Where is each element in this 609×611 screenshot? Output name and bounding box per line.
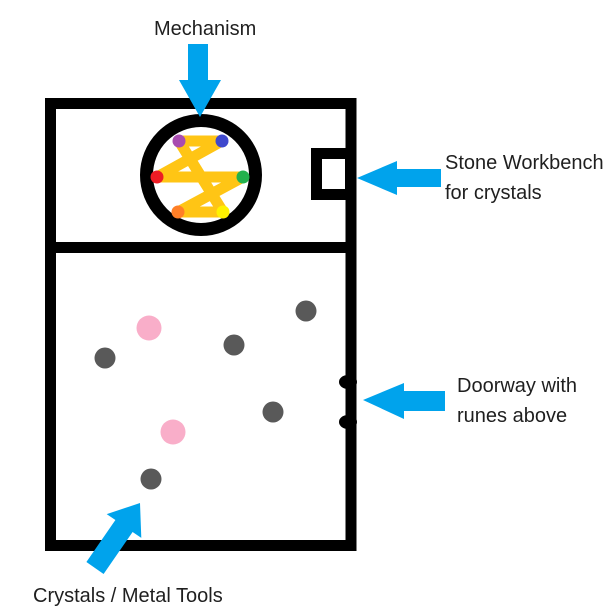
- crystal-pink-1: [136, 315, 162, 341]
- mechanism-label: Mechanism: [154, 18, 257, 40]
- hex-node-yellow: [216, 205, 230, 219]
- hex-node-blue: [215, 134, 229, 148]
- workbench-arrow-left-icon: [357, 161, 441, 195]
- doorway-markers: [339, 375, 357, 429]
- crystal-gray-2: [223, 334, 245, 356]
- hex-node-red: [150, 170, 164, 184]
- workbench-label-line2: for crystals: [445, 182, 542, 204]
- crystal-gray-4: [262, 401, 284, 423]
- crystal-gray-3: [295, 300, 317, 322]
- doorway-marker-1: [339, 375, 357, 389]
- hexagon-outline: [151, 135, 249, 218]
- hex-node-purple: [172, 134, 186, 148]
- doorway-arrow-left-icon: [363, 383, 445, 419]
- crystals-arrow-up-right-icon: [86, 503, 142, 574]
- hex-node-green: [236, 170, 250, 184]
- doorway-marker-2: [339, 415, 357, 429]
- workbench-label-line1: Stone Workbench: [445, 152, 604, 174]
- crystal-pink-2: [160, 419, 186, 445]
- hexagon-nodes: [150, 134, 250, 219]
- stone-workbench: [311, 148, 356, 200]
- crystal-dots: [94, 300, 317, 490]
- doorway-label-line2: runes above: [457, 405, 568, 427]
- crystal-gray-1: [94, 347, 116, 369]
- doorway-label: Doorway with runes above: [457, 371, 577, 431]
- workbench-label: Stone Workbench for crystals: [445, 148, 604, 208]
- hex-node-orange: [171, 205, 185, 219]
- crystals-label: Crystals / Metal Tools: [33, 585, 223, 607]
- mechanism-circle: [140, 114, 262, 236]
- crystal-gray-5: [140, 468, 162, 490]
- doorway-label-line1: Doorway with: [457, 375, 578, 397]
- mechanism-arrow-down-icon: [179, 44, 221, 117]
